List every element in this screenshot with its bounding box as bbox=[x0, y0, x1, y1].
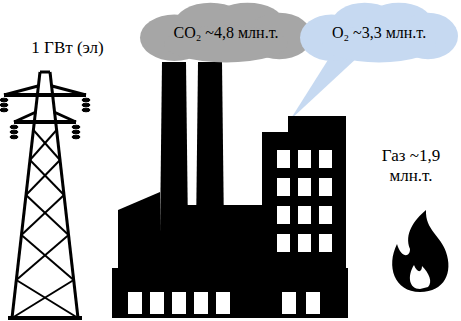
window bbox=[282, 292, 296, 314]
cloud-bubble: CO₂ ~4,8 млн.т. bbox=[140, 2, 312, 64]
window bbox=[319, 150, 332, 168]
window bbox=[277, 150, 290, 168]
factory bbox=[112, 62, 348, 318]
window bbox=[194, 292, 208, 314]
cloud-text: CO₂ ~4,8 млн.т. bbox=[174, 24, 279, 42]
window bbox=[128, 292, 142, 314]
window bbox=[277, 234, 290, 252]
flame-core bbox=[410, 265, 430, 289]
window bbox=[216, 292, 230, 314]
gas-label: Газ ~1,9 млн.т. bbox=[364, 146, 458, 186]
window bbox=[306, 292, 320, 314]
windows bbox=[128, 150, 332, 314]
gas-flame bbox=[392, 210, 448, 292]
cloud-bubble: O₂ ~3,3 млн.т. bbox=[300, 2, 458, 64]
window bbox=[319, 234, 332, 252]
cloud-text: O₂ ~3,3 млн.т. bbox=[332, 24, 426, 42]
window bbox=[277, 206, 290, 224]
window bbox=[298, 206, 311, 224]
window bbox=[150, 292, 164, 314]
window bbox=[298, 234, 311, 252]
window bbox=[319, 206, 332, 224]
window bbox=[172, 292, 186, 314]
window bbox=[277, 178, 290, 196]
power-label: 1 ГВт (эл) bbox=[10, 38, 125, 58]
transmission-tower bbox=[0, 72, 90, 318]
window bbox=[298, 178, 311, 196]
window bbox=[319, 178, 332, 196]
window bbox=[298, 150, 311, 168]
